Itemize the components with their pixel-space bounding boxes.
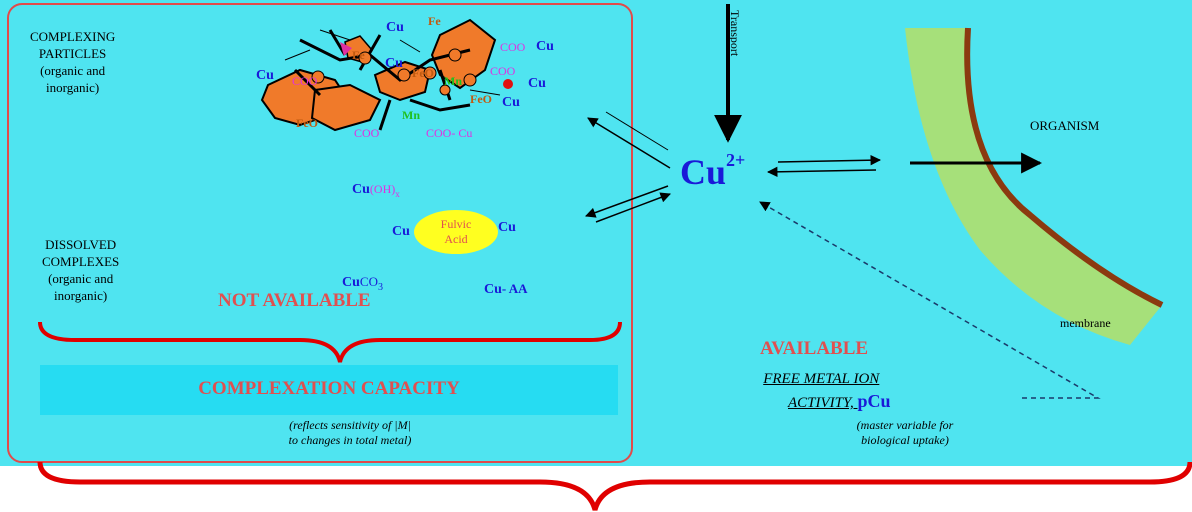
coo-label-2: COO <box>292 74 318 88</box>
available-label: AVAILABLE <box>760 338 869 359</box>
fulvic-acid-label: Fulvic Acid <box>418 217 494 247</box>
coo-cu-label: COO- Cu <box>426 126 473 140</box>
cu-label-2: Cu <box>536 39 554 54</box>
free-metal-line-2: ACTIVITY, <box>788 395 858 411</box>
complexing-particles-line-3: (organic and <box>40 63 106 78</box>
cu-label-1: Cu <box>386 20 404 35</box>
cu-fulvic-right: Cu <box>498 220 516 235</box>
free-metal-ion-activity: FREE METAL ION ACTIVITY, pCu <box>752 368 891 414</box>
cu-ion-symbol: Cu <box>680 152 727 192</box>
bottom-brace <box>37 461 1192 511</box>
cu-label-5: Cu <box>528 76 546 91</box>
membrane-band <box>905 27 1164 345</box>
complexing-particles-label: COMPLEXING PARTICLES (organic and inorga… <box>30 28 115 96</box>
fulvic-line-1: Fulvic <box>440 217 472 231</box>
mn-label-2: Mn <box>402 108 420 122</box>
organism-label: ORGANISM <box>1030 118 1100 133</box>
capacity-note-line-1: (reflects sensitivity of |M| <box>289 418 411 432</box>
dissolved-line-2: COMPLEXES <box>42 254 120 269</box>
cu-ion-charge: 2+ <box>726 150 746 170</box>
aa-label: - AA <box>501 281 528 296</box>
cu-fulvic-left: Cu <box>392 224 410 239</box>
capacity-note-line-2: to changes in total metal) <box>288 433 412 447</box>
cu-oh-species: Cu(OH)x <box>352 180 400 199</box>
transport-label: Transport <box>728 10 742 57</box>
feo-label-3: FeO <box>296 116 318 130</box>
coo-label-4: COO <box>354 126 380 140</box>
complexing-particles-line-4: inorganic) <box>46 80 100 95</box>
feedback-dashed-arrow <box>759 201 1101 399</box>
complexing-particles-line-1: COMPLEXING <box>30 29 116 44</box>
cu-oh-group: (OH) <box>369 182 396 196</box>
cu-label-4: Cu <box>256 68 274 83</box>
dissolved-line-3: (organic and <box>48 271 114 286</box>
equilibrium-arrows-particles <box>587 111 671 169</box>
pcu-label: pCu <box>857 391 891 411</box>
particle-cluster <box>260 18 513 132</box>
cu-label-3: Cu <box>385 56 403 71</box>
inner-brace <box>38 321 622 363</box>
equilibrium-arrows-dissolved <box>585 185 671 223</box>
membrane-label: membrane <box>1060 316 1111 330</box>
feo-label-2: FeO <box>470 92 492 106</box>
dissolved-line-1: DISSOLVED <box>45 237 117 252</box>
dissolved-complexes-label: DISSOLVED COMPLEXES (organic and inorgan… <box>42 236 119 304</box>
coo-label-3: COO <box>490 64 516 78</box>
mn-label-1: Mn <box>444 74 462 88</box>
free-metal-line-1: FREE METAL ION <box>763 371 880 387</box>
master-note-line-1: (master variable for <box>856 418 954 432</box>
cu-oh-base: Cu <box>352 182 370 197</box>
feo-label-1: FeO <box>412 66 434 80</box>
not-available-label: NOT AVAILABLE <box>218 290 371 311</box>
cu-aa-base: Cu <box>484 282 502 297</box>
fe-label-1: Fe <box>428 14 441 28</box>
master-note-line-2: biological uptake) <box>861 433 949 447</box>
fulvic-line-2: Acid <box>444 232 468 246</box>
cu-co3-species: CuCO3 <box>342 273 383 293</box>
cu-co3-base: Cu <box>342 275 360 290</box>
dissolved-line-4: inorganic) <box>54 288 108 303</box>
cu-oh-subscript: x <box>395 189 400 200</box>
complexing-particles-line-2: PARTICLES <box>38 46 107 61</box>
equilibrium-arrows-organism <box>766 154 882 178</box>
cu-co3-group: CO <box>359 274 378 289</box>
capacity-note: (reflects sensitivity of |M| to changes … <box>190 418 510 448</box>
capacity-box <box>40 365 618 415</box>
master-variable-note: (master variable for biological uptake) <box>820 418 990 448</box>
cu-ion: Cu2+ <box>680 150 745 193</box>
fulvic-acid-blob <box>414 210 498 254</box>
cu-aa-species: Cu- AA <box>484 280 528 298</box>
cu-label-6: Cu <box>502 95 520 110</box>
left-panel-border <box>7 3 633 463</box>
cu-co3-subscript: 3 <box>377 282 383 294</box>
coo-label-1: COO <box>500 40 526 54</box>
complexation-capacity-label: COMPLEXATION CAPACITY <box>198 378 460 399</box>
fe-label-2: Fe <box>352 48 365 62</box>
